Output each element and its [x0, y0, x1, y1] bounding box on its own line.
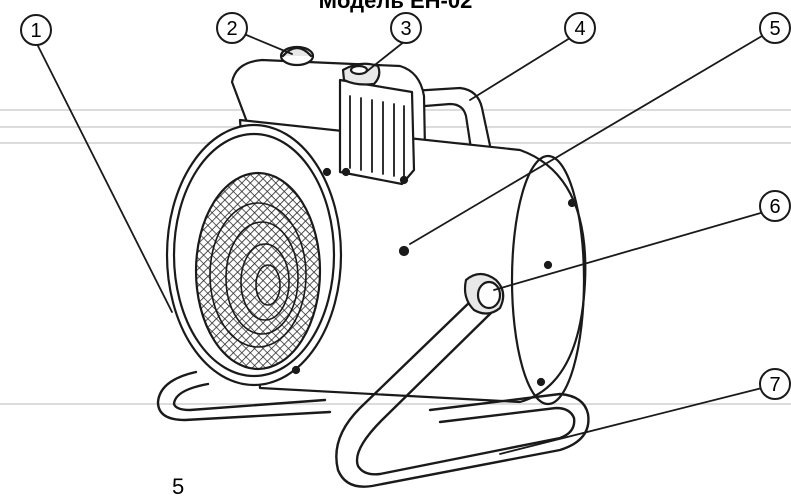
- stand-frame: [335, 296, 590, 488]
- callout-number: 4: [574, 18, 585, 40]
- callout-3: 3: [390, 12, 422, 44]
- heating-element: [209, 202, 307, 348]
- callout-number: 5: [769, 18, 780, 40]
- callout-number: 3: [400, 18, 411, 40]
- callout-2: 2: [216, 12, 248, 44]
- stand-left: [156, 370, 332, 422]
- leader-lines: [35, 33, 765, 455]
- model-title: Модель EH-02: [318, 0, 473, 13]
- switch-panel: [338, 78, 416, 186]
- vent-slats: [349, 95, 405, 179]
- callout-7: 7: [759, 368, 791, 400]
- callout-4: 4: [564, 12, 596, 44]
- callout-number: 6: [769, 196, 780, 218]
- body-screw: [398, 245, 410, 257]
- page-number-fragment: 5: [172, 474, 185, 499]
- callout-5: 5: [759, 12, 791, 44]
- protective-grille: [194, 171, 322, 371]
- callout-number: 7: [769, 374, 780, 396]
- callout-number: 1: [30, 20, 41, 42]
- callout-1: 1: [20, 14, 52, 46]
- callout-6: 6: [759, 190, 791, 222]
- callout-number: 2: [226, 18, 237, 40]
